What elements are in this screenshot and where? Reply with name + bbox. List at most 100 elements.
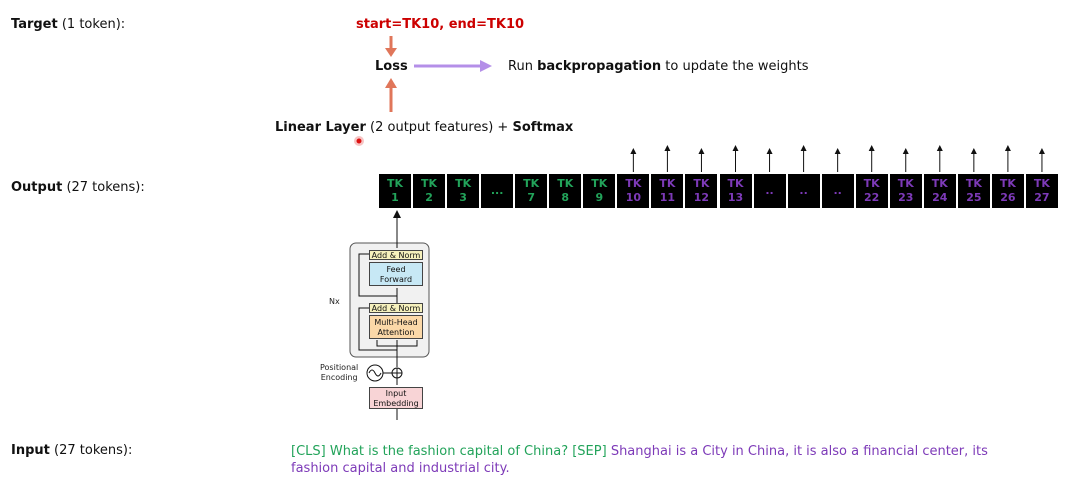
token-arrowhead [1004,145,1011,151]
token-prefix: TK [523,177,540,190]
output-token: .. [753,174,786,208]
input-text: [CLS] What is the fashion capital of Chi… [291,443,1011,477]
token-prefix: TK [931,177,948,190]
backprop-prefix: Run [508,59,538,74]
token-prefix: TK [591,177,608,190]
token-number: 25 [966,191,982,204]
token-prefix: TK [421,177,438,190]
token-number: 8 [561,191,570,204]
target-row-label: Target (1 token): [11,17,125,32]
token-number: 10 [625,191,641,204]
token-prefix: TK [693,177,710,190]
transformer-block-frame [349,242,430,358]
token-prefix: TK [727,177,744,190]
token-arrowhead [664,145,671,151]
token-prefix: TK [965,177,982,190]
output-row-label: Output (27 tokens): [11,180,145,195]
token-ellipsis: .. [765,184,774,197]
token-arrowhead [732,145,739,151]
softmax-bold: Softmax [512,120,574,135]
token-number: 23 [898,191,914,204]
attention-residual [358,307,397,351]
token-prefix: TK [386,177,404,190]
backprop-text: Run backpropagation to update the weight… [508,59,808,74]
token-arrowhead [936,145,943,151]
output-note: (27 tokens): [66,180,145,195]
token-number: 1 [391,191,399,204]
add-norm-bottom: Add & Norm [369,303,423,313]
token-arrowhead [800,145,807,151]
output-token: .. [821,174,854,208]
token-arrowhead [868,145,875,151]
backprop-bold: backpropagation [537,59,662,74]
input-question: [CLS] What is the fashion capital of Chi… [291,444,607,459]
token-number: 12 [693,191,710,204]
token-number: 13 [727,191,744,204]
output-label: Output [11,180,63,195]
input-label: Input [11,443,50,458]
target-note: (1 token): [61,17,126,32]
positional-encoding-label: Positional Encoding [320,363,359,382]
input-embedding-block: Input Embedding [369,387,423,409]
token-arrowhead [970,148,977,154]
linear-layer-text: Linear Layer (2 output features) + Softm… [275,120,573,135]
token-ellipsis: ... [490,184,504,197]
token-prefix: TK [659,177,676,190]
feed-forward-block: Feed Forward [369,262,423,286]
loss-label: Loss [375,59,408,74]
token-arrowhead [834,148,841,154]
token-ellipsis: .. [833,184,842,197]
token-prefix: TK [557,177,574,190]
token-arrowhead [902,148,909,154]
attention-inputs [376,340,418,347]
token-number: 24 [932,191,948,204]
token-number: 3 [459,191,467,204]
linear-layer-mid: (2 output features) + [365,120,513,135]
token-number: 26 [1000,191,1016,204]
target-to-loss-arrowhead [385,48,397,57]
token-number: 9 [595,191,604,204]
token-number: 22 [864,191,880,204]
ff-residual [358,253,397,297]
token-prefix: TK [897,177,914,190]
token-arrowhead [766,148,773,154]
token-prefix: TK [455,177,472,190]
token-arrowhead [1038,148,1045,154]
linear-to-loss-arrowhead [385,78,397,88]
token-number: 2 [425,191,433,204]
token-number: 27 [1034,191,1050,204]
add-norm-top: Add & Norm [369,250,423,260]
nx-label: Nx [329,297,340,306]
token-prefix: TK [1033,177,1050,190]
sine-wave-icon [368,369,382,377]
target-text: start=TK10, end=TK10 [356,17,525,32]
input-note: (27 tokens): [54,443,133,458]
target-label: Target [11,17,58,32]
input-row-label: Input (27 tokens): [11,443,132,458]
input-context: Shanghai is a City in China, it is also … [291,444,988,476]
token-number: 11 [659,191,676,204]
linear-layer-bold: Linear Layer [275,120,366,135]
cursor-dot [356,138,362,144]
backprop-suffix: to update the weights [661,59,809,74]
token-prefix: TK [625,177,642,190]
token-number: 7 [527,191,536,204]
token-prefix: TK [999,177,1016,190]
